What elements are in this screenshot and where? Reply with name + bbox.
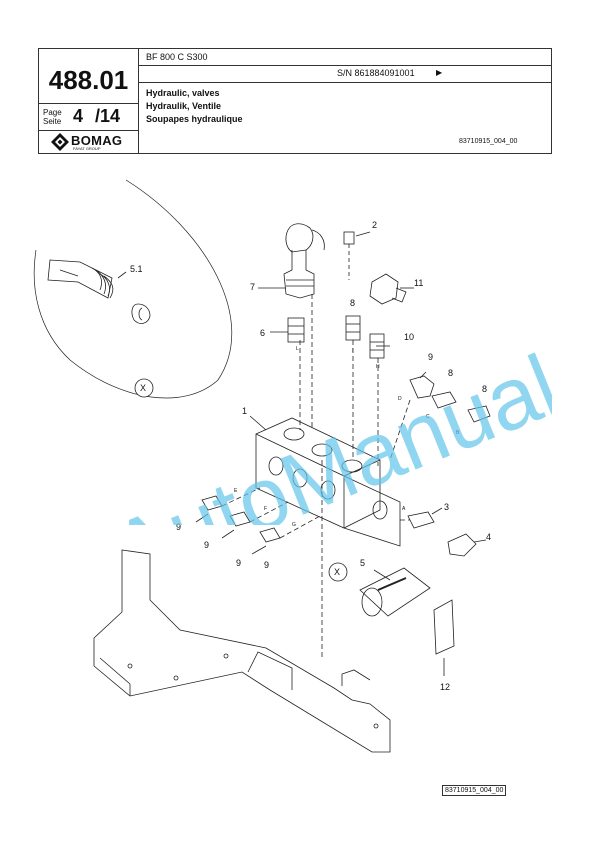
svg-text:E: E <box>234 488 238 494</box>
callout-12: 12 <box>440 682 450 692</box>
title-fr: Soupapes hydraulique <box>146 114 243 124</box>
callout-9-e: 9 <box>264 560 269 570</box>
title-en: Hydraulic, valves <box>146 88 220 98</box>
callout-10: 10 <box>404 332 414 342</box>
svg-text:F: F <box>264 506 267 512</box>
logo-brand: BOMAG <box>71 133 123 148</box>
svg-text:C: C <box>426 414 430 420</box>
callout-x-mid: X <box>334 567 340 577</box>
model-row: BF 800 C S300 <box>138 49 551 66</box>
valve-block <box>255 417 401 547</box>
callout-11: 11 <box>414 278 423 288</box>
callout-5: 5 <box>360 558 365 568</box>
next-arrow-icon[interactable]: ▶ <box>436 68 443 77</box>
callout-4: 4 <box>486 532 491 542</box>
callout-leaders <box>117 231 487 676</box>
svg-text:A: A <box>402 506 406 512</box>
callout-8-c: 8 <box>482 384 487 394</box>
callout-2: 2 <box>372 220 377 230</box>
bomag-logo: BOMAG FAYAT GROUP <box>49 133 137 151</box>
part-9-plug-right <box>409 375 435 399</box>
callout-numbers: X X 1 2 3 4 5 5.1 6 7 8 8 8 9 9 9 9 9 10… <box>130 220 491 692</box>
footer-drawing-ref: 83710915_004_00 <box>442 785 507 796</box>
mounting-frame <box>93 549 391 753</box>
part-11-elbow <box>369 273 407 305</box>
assembly-centre-lines <box>221 294 411 660</box>
part-8-fitting-right <box>431 391 491 423</box>
callout-1: 1 <box>242 406 247 416</box>
exploded-parts-diagram: X X 1 2 3 4 5 5.1 6 7 8 8 8 9 9 9 9 9 10… <box>33 179 491 753</box>
detail-markers <box>134 378 348 582</box>
drawing-ref: 83710915_004_00 <box>459 138 518 145</box>
part-4-elbow <box>447 533 477 557</box>
callout-x-top: X <box>140 383 146 393</box>
svg-text:H: H <box>376 364 380 370</box>
port-labels: L I H D C B E F G A <box>234 346 460 528</box>
part-8-fitting-top <box>345 315 361 341</box>
part-5-filter <box>359 567 431 617</box>
callout-9-c: 9 <box>204 540 209 550</box>
logo-sub: FAYAT GROUP <box>73 146 101 151</box>
page-total: /14 <box>95 106 121 126</box>
svg-text:I: I <box>352 348 353 354</box>
group-cell: 488.01 Page Seite 4 /14 BOMAG FAYAT GROU… <box>39 49 139 153</box>
group-number: 488.01 <box>48 65 129 95</box>
svg-text:G: G <box>292 522 296 528</box>
page-label: Page Seite <box>43 108 62 126</box>
part-7-elbow <box>283 223 325 299</box>
serial-row: S/N 861884091001 ▶ <box>138 65 551 83</box>
part-12-gasket <box>433 599 455 655</box>
serial-number: S/N 861884091001 <box>337 68 415 78</box>
part-5-1-filter <box>47 259 151 324</box>
model-name: BF 800 C S300 <box>146 52 208 62</box>
callout-9-b: 9 <box>176 522 181 532</box>
part-3-fitting <box>407 511 435 529</box>
callout-8-a: 8 <box>350 298 355 308</box>
detail-circle <box>33 179 233 399</box>
title-de: Hydraulik, Ventile <box>146 101 222 111</box>
svg-text:B: B <box>456 430 460 436</box>
title-list: Hydraulic, valves Hydraulik, Ventile Sou… <box>146 87 243 126</box>
callout-9-d: 9 <box>236 558 241 568</box>
callout-8-b: 8 <box>448 368 453 378</box>
callout-6: 6 <box>260 328 265 338</box>
part-9-plugs-left <box>201 495 281 543</box>
page-current: 4 <box>73 106 84 126</box>
part-6-fitting <box>287 317 305 343</box>
title-block: 488.01 Page Seite 4 /14 BOMAG FAYAT GROU… <box>38 48 552 154</box>
callout-5-1: 5.1 <box>130 264 143 274</box>
svg-text:D: D <box>398 396 402 402</box>
callout-3: 3 <box>444 502 449 512</box>
svg-text:L: L <box>296 346 299 352</box>
callout-7: 7 <box>250 282 255 292</box>
page-indicator: Page Seite 4 /14 <box>39 103 138 131</box>
bomag-diamond-icon <box>51 133 69 151</box>
callout-9-a: 9 <box>428 352 433 362</box>
part-2-bolt <box>343 231 355 280</box>
